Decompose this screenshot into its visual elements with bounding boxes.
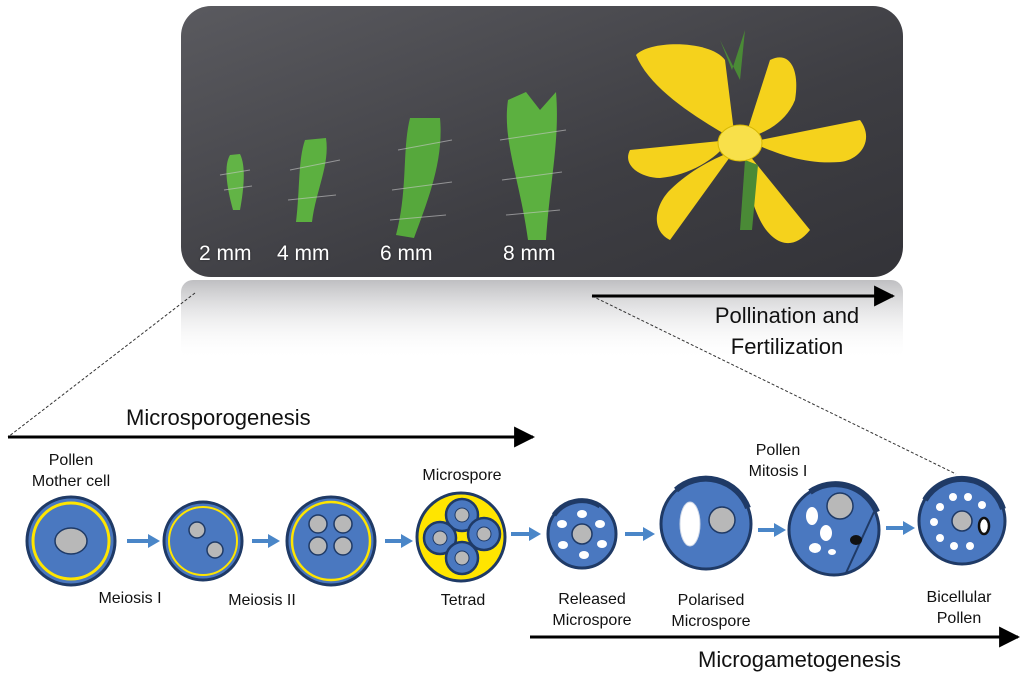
label-polarised-microspore-line-2: Microspore — [671, 613, 751, 630]
label-pollen-mother-cell-line-2: Mother cell — [31, 473, 111, 490]
label-bicellular-pollen: Bicellular Pollen — [912, 587, 1006, 629]
label-released-microspore-line-2: Microspore — [552, 612, 632, 629]
bud-8mm — [499, 92, 567, 240]
cell-bicellular-pollen — [917, 475, 1007, 566]
bud-6mm — [389, 118, 453, 238]
cell-polarised-microspore — [659, 475, 753, 571]
bud-label-4mm: 4 mm — [277, 242, 330, 265]
label-pollen-mitosis-line-2: Mitosis I — [748, 463, 808, 480]
arrow-stage-2-3 — [252, 534, 280, 548]
arrow-stage-6-7 — [758, 523, 786, 537]
pollination-label-line-1: Pollination and — [714, 303, 860, 328]
arrow-stage-5-6 — [625, 527, 655, 541]
label-pollen-mother-cell-line-1: Pollen — [48, 452, 94, 469]
label-bicellular-pollen-line-1: Bicellular — [926, 589, 992, 606]
bud-4mm — [287, 138, 341, 222]
cell-pollen-mother — [25, 495, 117, 587]
label-polarised-microspore-line-1: Polarised — [677, 592, 745, 609]
bud-label-6mm: 6 mm — [380, 242, 433, 265]
label-polarised-microspore: Polarised Microspore — [656, 590, 766, 632]
cell-meiosis-1 — [162, 500, 244, 582]
arrow-stage-4-5 — [511, 527, 541, 541]
photo-reflection — [181, 280, 903, 360]
microgametogenesis-label: Microgametogenesis — [698, 647, 901, 672]
stage-arrows — [127, 521, 915, 548]
label-microspore: Microspore — [422, 467, 502, 484]
bud-label-2mm: 2 mm — [199, 242, 252, 265]
photo-panel — [181, 6, 903, 360]
cell-released-microspore — [546, 498, 618, 570]
pollination-label-line-2: Fertilization — [730, 334, 844, 359]
open-flower — [628, 30, 867, 244]
cell-tetrad — [415, 491, 507, 583]
label-pollen-mother-cell: Pollen Mother cell — [20, 450, 122, 492]
label-meiosis-2: Meiosis II — [228, 592, 296, 609]
bud-2mm — [219, 154, 253, 210]
cell-pollen-mitosis — [787, 481, 881, 577]
label-tetrad: Tetrad — [440, 592, 486, 609]
label-released-microspore-line-1: Released — [558, 591, 626, 608]
label-meiosis-1: Meiosis I — [98, 590, 162, 607]
label-released-microspore: Released Microspore — [540, 589, 644, 631]
microsporogenesis-label: Microsporogenesis — [126, 405, 311, 430]
arrow-stage-1-2 — [127, 534, 160, 548]
pollination-label: Pollination and Fertilization — [692, 300, 882, 362]
guide-line-left — [7, 292, 196, 438]
guide-line-right — [591, 295, 957, 475]
arrow-stage-3-4 — [385, 534, 413, 548]
cell-meiosis-2 — [285, 495, 377, 587]
arrow-stage-7-8 — [886, 521, 915, 535]
bud-label-8mm: 8 mm — [503, 242, 556, 265]
label-pollen-mitosis-line-1: Pollen — [755, 442, 801, 459]
label-bicellular-pollen-line-2: Pollen — [936, 610, 982, 627]
label-pollen-mitosis: Pollen Mitosis I — [735, 440, 821, 482]
